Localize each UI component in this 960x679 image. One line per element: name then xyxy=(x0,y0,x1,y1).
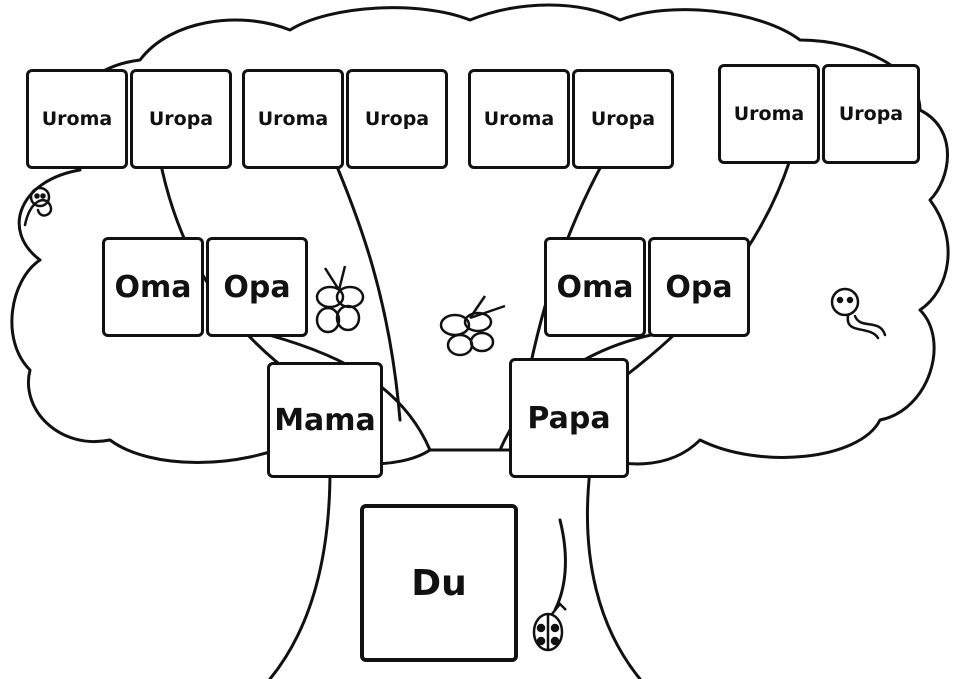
uroma-label: Uroma xyxy=(41,108,113,130)
uropa-label: Uropa xyxy=(148,108,214,130)
box-oma-paternal: Oma xyxy=(544,237,646,337)
uroma-label: Uroma xyxy=(483,108,555,130)
box-opa-paternal: Opa xyxy=(648,237,750,337)
tree-canopy xyxy=(10,3,950,466)
uropa-label: Uropa xyxy=(590,108,656,130)
box-uropa-2: Uropa xyxy=(346,69,448,169)
box-opa-maternal: Opa xyxy=(206,237,308,337)
du-label: Du xyxy=(411,562,467,604)
oma-label: Oma xyxy=(114,269,192,305)
butterfly-icon xyxy=(315,265,365,334)
box-du: Du xyxy=(360,504,518,662)
box-uropa-1: Uropa xyxy=(130,69,232,169)
uropa-label: Uropa xyxy=(364,108,430,130)
papa-label: Papa xyxy=(527,400,611,436)
box-uroma-1: Uroma xyxy=(26,69,128,169)
box-uropa-3: Uropa xyxy=(572,69,674,169)
box-uroma-4: Uroma xyxy=(718,64,820,164)
box-oma-maternal: Oma xyxy=(102,237,204,337)
ladybug-icon xyxy=(532,602,567,652)
snake-icon xyxy=(23,186,53,227)
box-papa: Papa xyxy=(509,358,629,478)
butterfly-icon xyxy=(439,295,506,357)
uroma-label: Uroma xyxy=(257,108,329,130)
box-uroma-3: Uroma xyxy=(468,69,570,169)
uropa-label: Uropa xyxy=(838,103,904,125)
box-uropa-4: Uropa xyxy=(822,64,920,164)
opa-label: Opa xyxy=(223,269,291,305)
box-uroma-2: Uroma xyxy=(242,69,344,169)
oma-label: Oma xyxy=(556,269,634,305)
mama-label: Mama xyxy=(274,402,376,438)
tree-trunk xyxy=(268,468,332,679)
snake-icon xyxy=(830,287,887,340)
opa-label: Opa xyxy=(665,269,733,305)
uroma-label: Uroma xyxy=(733,103,805,125)
box-mama: Mama xyxy=(267,362,383,478)
